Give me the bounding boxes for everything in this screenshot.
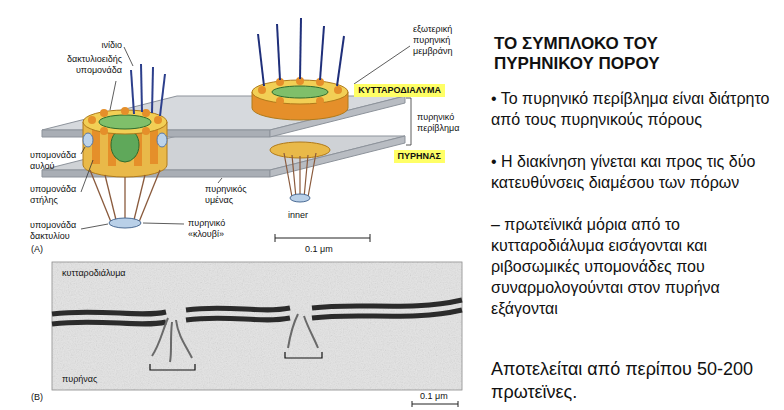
pore-complex-left	[154, 116, 162, 124]
leader-lines	[143, 223, 184, 224]
region-label: ΠΥΡΗΝΑΣ	[398, 151, 441, 162]
outer-membrane-slab	[42, 96, 405, 137]
pore-complex-left	[100, 109, 108, 117]
pore-complex-left	[99, 115, 151, 129]
electron-micrograph	[52, 262, 462, 390]
part-label: ινίδιο	[52, 40, 122, 51]
pore-complex-left	[88, 116, 96, 124]
pore-complex-left	[100, 127, 108, 135]
pore-basket-right	[284, 153, 316, 198]
scale-bar	[412, 401, 458, 407]
pore-complex-left	[121, 107, 129, 115]
part-label: inner	[288, 210, 328, 221]
leader-lines	[354, 46, 410, 84]
pore-basket-right	[270, 142, 330, 202]
leader-lines	[218, 178, 222, 183]
leader-lines	[81, 46, 411, 229]
electron-micrograph	[288, 314, 318, 348]
part-label: πυρηνικό «κλουβί»	[188, 218, 244, 240]
electron-micrograph	[52, 310, 462, 324]
bullet-text: • Η διακίνηση γίνεται και προς τις δύο κ…	[491, 151, 771, 193]
cytoplasmic-fibrils-right	[277, 24, 280, 80]
scale-bar	[412, 401, 458, 407]
electron-micrograph	[52, 262, 462, 390]
cytoplasmic-fibrils-left	[160, 74, 165, 116]
electron-micrograph	[285, 352, 322, 358]
nuclear-basket-left	[105, 175, 117, 224]
pore-complex-right	[258, 86, 266, 94]
region-tag: ΠΥΡΗΝΑΣ	[394, 150, 445, 163]
leader-lines	[124, 47, 133, 66]
pore-complex-left	[83, 133, 93, 147]
scale-bar	[275, 234, 370, 242]
part-label: υπομονάδα δακτυλίου	[30, 220, 80, 242]
cytoplasmic-fibrils-left	[141, 64, 142, 112]
cytoplasmic-fibrils-right	[258, 34, 264, 86]
scale-bar	[275, 234, 370, 242]
pore-basket-right	[290, 194, 310, 202]
cytoplasmic-fibrils-right	[300, 18, 301, 79]
nuclear-basket-left	[90, 170, 111, 222]
cytoplasmic-fibrils-left	[152, 67, 153, 113]
pore-complex-right	[276, 97, 284, 105]
slide-title: ΤΟ ΣΥΜΠΛΟΚΟ ΤΟΥ ΠΥΡΗΝΙΚΟΥ ΠΟΡΟΥ	[494, 34, 694, 74]
region-label: κυτταροδιάλυμα	[62, 268, 172, 279]
leader-lines	[81, 224, 108, 229]
nuclear-basket-left	[139, 170, 160, 222]
panel-letter: (A)	[31, 244, 55, 255]
cytoplasmic-fibrils-right	[337, 36, 344, 86]
pore-complex-left	[142, 109, 150, 117]
pore-complex-right	[252, 77, 348, 120]
pore-complex-left	[142, 127, 150, 135]
part-label: υπομονάδα αυλού	[30, 150, 80, 172]
scale-label: 0.1 μm	[420, 391, 464, 402]
body-text: Αποτελείται από περίπου 50-200 πρωτεϊνες…	[491, 358, 753, 404]
leader-lines	[81, 160, 93, 192]
pore-complex-left	[83, 107, 167, 177]
cytoplasmic-fibrils-left	[131, 64, 165, 116]
bullet-text: • Το πυρηνικό περίβλημα είναι διάτρητο α…	[491, 88, 771, 130]
basket-ring	[109, 218, 141, 228]
part-label: πυρηνικός υμένας	[205, 184, 257, 206]
nuclear-basket-left	[133, 175, 145, 224]
leader-lines	[110, 81, 116, 110]
electron-micrograph	[52, 300, 462, 314]
part-label: υπομονάδα στήλης	[30, 184, 80, 206]
cytoplasmic-fibrils-right	[320, 26, 324, 80]
scale-label: 0.1 μm	[305, 244, 355, 255]
part-label: εξωτερική πυρηνική μεμβράνη	[413, 24, 465, 57]
pore-complex-right	[272, 86, 328, 98]
part-label: πυρηνικό περίβλημα	[417, 112, 469, 134]
electron-micrograph	[152, 318, 192, 362]
pore-complex-left	[157, 133, 167, 147]
nuclear-basket-left	[90, 170, 160, 225]
region-tag: ΚΥΤΤΑΡΟΔΙΑΛΥΜΑ	[354, 84, 445, 97]
leader-lines	[406, 98, 411, 145]
inner-membrane-slab	[270, 136, 405, 177]
part-label: δακτυλιοειδής υπομονάδα	[50, 54, 122, 76]
electron-micrograph	[52, 262, 462, 390]
leader-lines	[81, 147, 85, 154]
bullet-text: – πρωτεϊνικά μόρια από το κυτταροδιάλυμα…	[491, 214, 771, 319]
panel-letter: (B)	[31, 392, 55, 403]
region-label: πυρήνας	[62, 374, 142, 385]
cytoplasmic-fibrils-left	[131, 70, 134, 114]
pore-complex-right	[334, 86, 342, 94]
electron-micrograph	[150, 364, 195, 370]
pore-complex-right	[316, 97, 324, 105]
cytoplasmic-fibrils-right	[258, 18, 344, 86]
pore-basket-right	[270, 142, 330, 158]
region-label: ΚΥΤΤΑΡΟΔΙΑΛΥΜΑ	[358, 85, 441, 96]
